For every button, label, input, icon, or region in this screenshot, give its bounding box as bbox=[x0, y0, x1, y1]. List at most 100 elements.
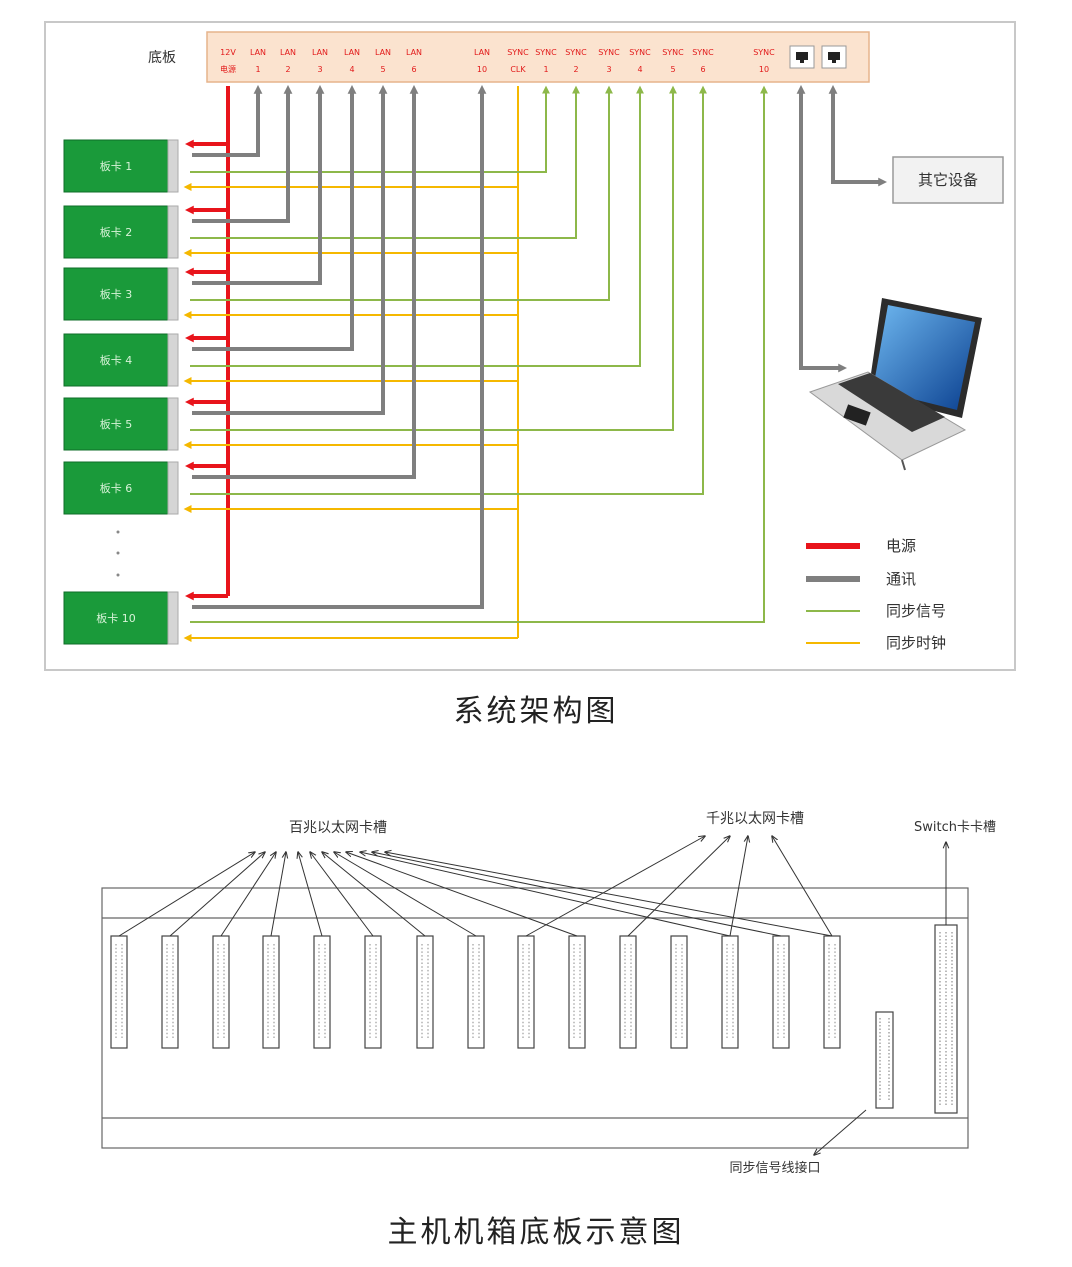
sync-line bbox=[190, 85, 768, 623]
callout-arrow bbox=[360, 852, 731, 937]
comm-line bbox=[799, 92, 848, 373]
card-label: 板卡 3 bbox=[100, 287, 133, 301]
port-label-bottom: 6 bbox=[411, 65, 416, 74]
card-slot bbox=[772, 935, 790, 1049]
port-label-bottom: 10 bbox=[477, 65, 487, 74]
comm-line bbox=[192, 84, 293, 223]
port-label-top: SYNC bbox=[598, 48, 620, 57]
card-label: 板卡 6 bbox=[100, 481, 133, 495]
card-box bbox=[63, 397, 169, 451]
sync-line bbox=[190, 85, 677, 431]
callout-arrow bbox=[270, 852, 286, 937]
callout-arrow bbox=[525, 836, 705, 937]
card-slot bbox=[568, 935, 586, 1049]
card-slot bbox=[416, 935, 434, 1049]
port-label-top: LAN bbox=[280, 48, 296, 57]
port-labels: 12V电源LAN1LAN2LAN3LAN4LAN5LAN6LAN10SYNCCL… bbox=[220, 48, 775, 74]
slots bbox=[110, 935, 841, 1049]
ethernet-port-icon bbox=[828, 52, 840, 63]
card-connector bbox=[167, 267, 179, 321]
callout-arrow bbox=[385, 852, 833, 937]
card-slot bbox=[262, 935, 280, 1049]
port-label-bottom: 10 bbox=[759, 65, 769, 74]
callout-arrow bbox=[298, 852, 323, 937]
card-box bbox=[63, 267, 169, 321]
port-label-top: LAN bbox=[375, 48, 391, 57]
port-label-bottom: 2 bbox=[285, 65, 290, 74]
card-slot bbox=[619, 935, 637, 1049]
comm-line bbox=[192, 84, 388, 415]
card-label: 板卡 2 bbox=[100, 225, 133, 239]
port-label-bottom: 电源 bbox=[220, 64, 236, 74]
card-label: 板卡 4 bbox=[100, 353, 133, 367]
laptop-icon bbox=[808, 298, 982, 471]
card-slot bbox=[364, 935, 382, 1049]
port-label-bottom: 3 bbox=[606, 65, 611, 74]
port-label-top: SYNC bbox=[753, 48, 775, 57]
cards: 板卡 1板卡 2板卡 3板卡 4板卡 5板卡 6板卡 10 bbox=[63, 139, 179, 645]
port-label-top: SYNC bbox=[535, 48, 557, 57]
label-switch-slot: Switch卡卡槽 bbox=[914, 820, 996, 835]
card-slot bbox=[467, 935, 485, 1049]
card-connector bbox=[167, 205, 179, 259]
port-label-bottom: 2 bbox=[573, 65, 578, 74]
ellipsis-dots bbox=[116, 530, 120, 577]
port-label-bottom: 6 bbox=[700, 65, 705, 74]
port-label-top: SYNC bbox=[507, 48, 529, 57]
caption-backplane: 主机机箱底板示意图 bbox=[387, 1215, 685, 1250]
comm-line bbox=[831, 92, 888, 187]
card-slot bbox=[161, 935, 179, 1049]
ethernet-ports bbox=[789, 45, 847, 69]
sync-connector bbox=[875, 1011, 894, 1109]
port-label-top: SYNC bbox=[565, 48, 587, 57]
backplane-board bbox=[206, 31, 870, 83]
ethernet-port-icon bbox=[796, 52, 808, 63]
port-label-top: LAN bbox=[312, 48, 328, 57]
callout-arrow bbox=[772, 836, 833, 937]
card-label: 板卡 10 bbox=[96, 611, 136, 625]
comm-line bbox=[192, 84, 487, 609]
port-label-bottom: 5 bbox=[670, 65, 675, 74]
card-slot bbox=[313, 935, 331, 1049]
sync-line bbox=[190, 85, 613, 301]
other-device-box bbox=[892, 156, 1004, 204]
callout-arrow bbox=[372, 852, 782, 937]
label-100m-slots: 百兆以太网卡槽 bbox=[289, 820, 387, 836]
card-slot bbox=[670, 935, 688, 1049]
card-connector bbox=[167, 397, 179, 451]
legend-label: 电源 bbox=[886, 537, 916, 555]
callout-arrow bbox=[220, 852, 276, 937]
card-box bbox=[63, 461, 169, 515]
sync-line bbox=[190, 85, 707, 495]
port-label-bottom: 3 bbox=[317, 65, 322, 74]
board-label: 底板 bbox=[148, 50, 176, 66]
comm-line bbox=[192, 84, 263, 157]
sync-line bbox=[190, 85, 550, 173]
comm-line bbox=[192, 84, 325, 285]
callout-arrow bbox=[169, 852, 265, 937]
comm-line bbox=[192, 84, 357, 351]
callout-arrows bbox=[118, 836, 946, 1155]
top-frame bbox=[44, 21, 1016, 671]
callout-arrow bbox=[346, 852, 578, 937]
port-label-top: SYNC bbox=[662, 48, 684, 57]
callout-arrow bbox=[729, 836, 748, 937]
callout-arrow bbox=[814, 1109, 867, 1155]
port-label-bottom: 1 bbox=[543, 65, 548, 74]
callout-arrow bbox=[118, 852, 255, 937]
card-connector bbox=[167, 139, 179, 193]
port-label-bottom: 5 bbox=[380, 65, 385, 74]
callout-arrow bbox=[322, 852, 426, 937]
switch-slot bbox=[934, 924, 958, 1114]
port-label-top: LAN bbox=[250, 48, 266, 57]
legend-label: 通讯 bbox=[886, 570, 916, 588]
port-label-bottom: 4 bbox=[349, 65, 354, 74]
card-box bbox=[63, 333, 169, 387]
callout-arrow bbox=[310, 852, 374, 937]
port-label-bottom: CLK bbox=[510, 65, 526, 74]
port-label-top: SYNC bbox=[692, 48, 714, 57]
other-device-label: 其它设备 bbox=[918, 171, 978, 189]
card-connector bbox=[167, 333, 179, 387]
